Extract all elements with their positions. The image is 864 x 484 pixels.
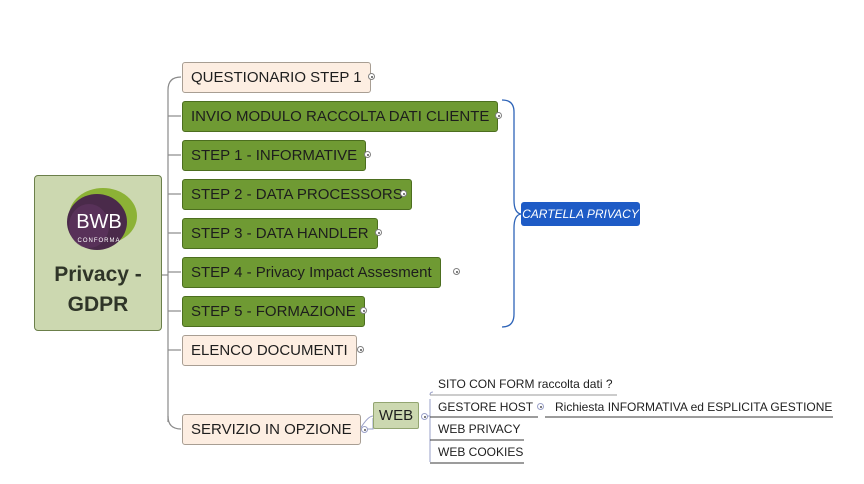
leaf-web-cookies[interactable]: WEB COOKIES: [438, 445, 524, 459]
logo-text: BWB: [76, 211, 122, 233]
bwb-logo: BWB CONFORMA: [67, 188, 137, 250]
collapse-icon[interactable]: [361, 426, 368, 433]
topic-label: STEP 4 - Privacy Impact Assesment: [191, 264, 432, 281]
collapse-icon[interactable]: [537, 403, 544, 410]
expand-icon[interactable]: [453, 268, 460, 275]
topic-label: STEP 1 - INFORMATIVE: [191, 147, 358, 164]
topic-servizio-in-opzione[interactable]: SERVIZIO IN OPZIONE: [182, 414, 361, 445]
topic-step-2-data-processors[interactable]: STEP 2 - DATA PROCESSORS: [182, 179, 412, 210]
topic-label: STEP 3 - DATA HANDLER: [191, 225, 369, 242]
topic-step-1-informative[interactable]: STEP 1 - INFORMATIVE: [182, 140, 367, 171]
topic-elenco-documenti[interactable]: ELENCO DOCUMENTI: [182, 335, 357, 366]
topic-step-4-privacy-impact[interactable]: STEP 4 - Privacy Impact Assesment: [182, 257, 441, 288]
topic-step-5-formazione[interactable]: STEP 5 - FORMAZIONE: [182, 296, 365, 327]
callout-cartella-privacy[interactable]: CARTELLA PRIVACY: [521, 202, 640, 226]
expand-icon[interactable]: [400, 190, 407, 197]
topic-questionario-step-1[interactable]: QUESTIONARIO STEP 1: [182, 62, 371, 93]
leaf-sito-con-form[interactable]: SITO CON FORM raccolta dati ?: [438, 377, 613, 391]
topic-label: STEP 5 - FORMAZIONE: [191, 303, 356, 320]
expand-icon[interactable]: [364, 151, 371, 158]
root-title: Privacy - GDPR: [54, 263, 142, 316]
topic-invio-modulo[interactable]: INVIO MODULO RACCOLTA DATI CLIENTE: [182, 101, 499, 132]
collapse-icon[interactable]: [421, 413, 428, 420]
topic-label: QUESTIONARIO STEP 1: [191, 69, 362, 86]
expand-icon[interactable]: [368, 73, 375, 80]
expand-icon[interactable]: [495, 112, 502, 119]
root-node[interactable]: BWB CONFORMA Privacy - GDPR: [34, 175, 162, 331]
topic-label: ELENCO DOCUMENTI: [191, 342, 348, 359]
leaf-richiesta-informativa[interactable]: Richiesta INFORMATIVA ed ESPLICITA GESTI…: [555, 400, 833, 414]
expand-icon[interactable]: [360, 307, 367, 314]
topic-label: SERVIZIO IN OPZIONE: [191, 421, 352, 438]
topic-label: INVIO MODULO RACCOLTA DATI CLIENTE: [191, 108, 490, 125]
topic-step-3-data-handler[interactable]: STEP 3 - DATA HANDLER: [182, 218, 378, 249]
leaf-gestore-host[interactable]: GESTORE HOST: [438, 400, 534, 414]
topic-web[interactable]: WEB: [373, 402, 419, 429]
expand-icon[interactable]: [375, 229, 382, 236]
expand-icon[interactable]: [357, 346, 364, 353]
topic-label: STEP 2 - DATA PROCESSORS: [191, 186, 403, 203]
logo-subtext: CONFORMA: [78, 238, 121, 244]
leaf-web-privacy[interactable]: WEB PRIVACY: [438, 422, 521, 436]
